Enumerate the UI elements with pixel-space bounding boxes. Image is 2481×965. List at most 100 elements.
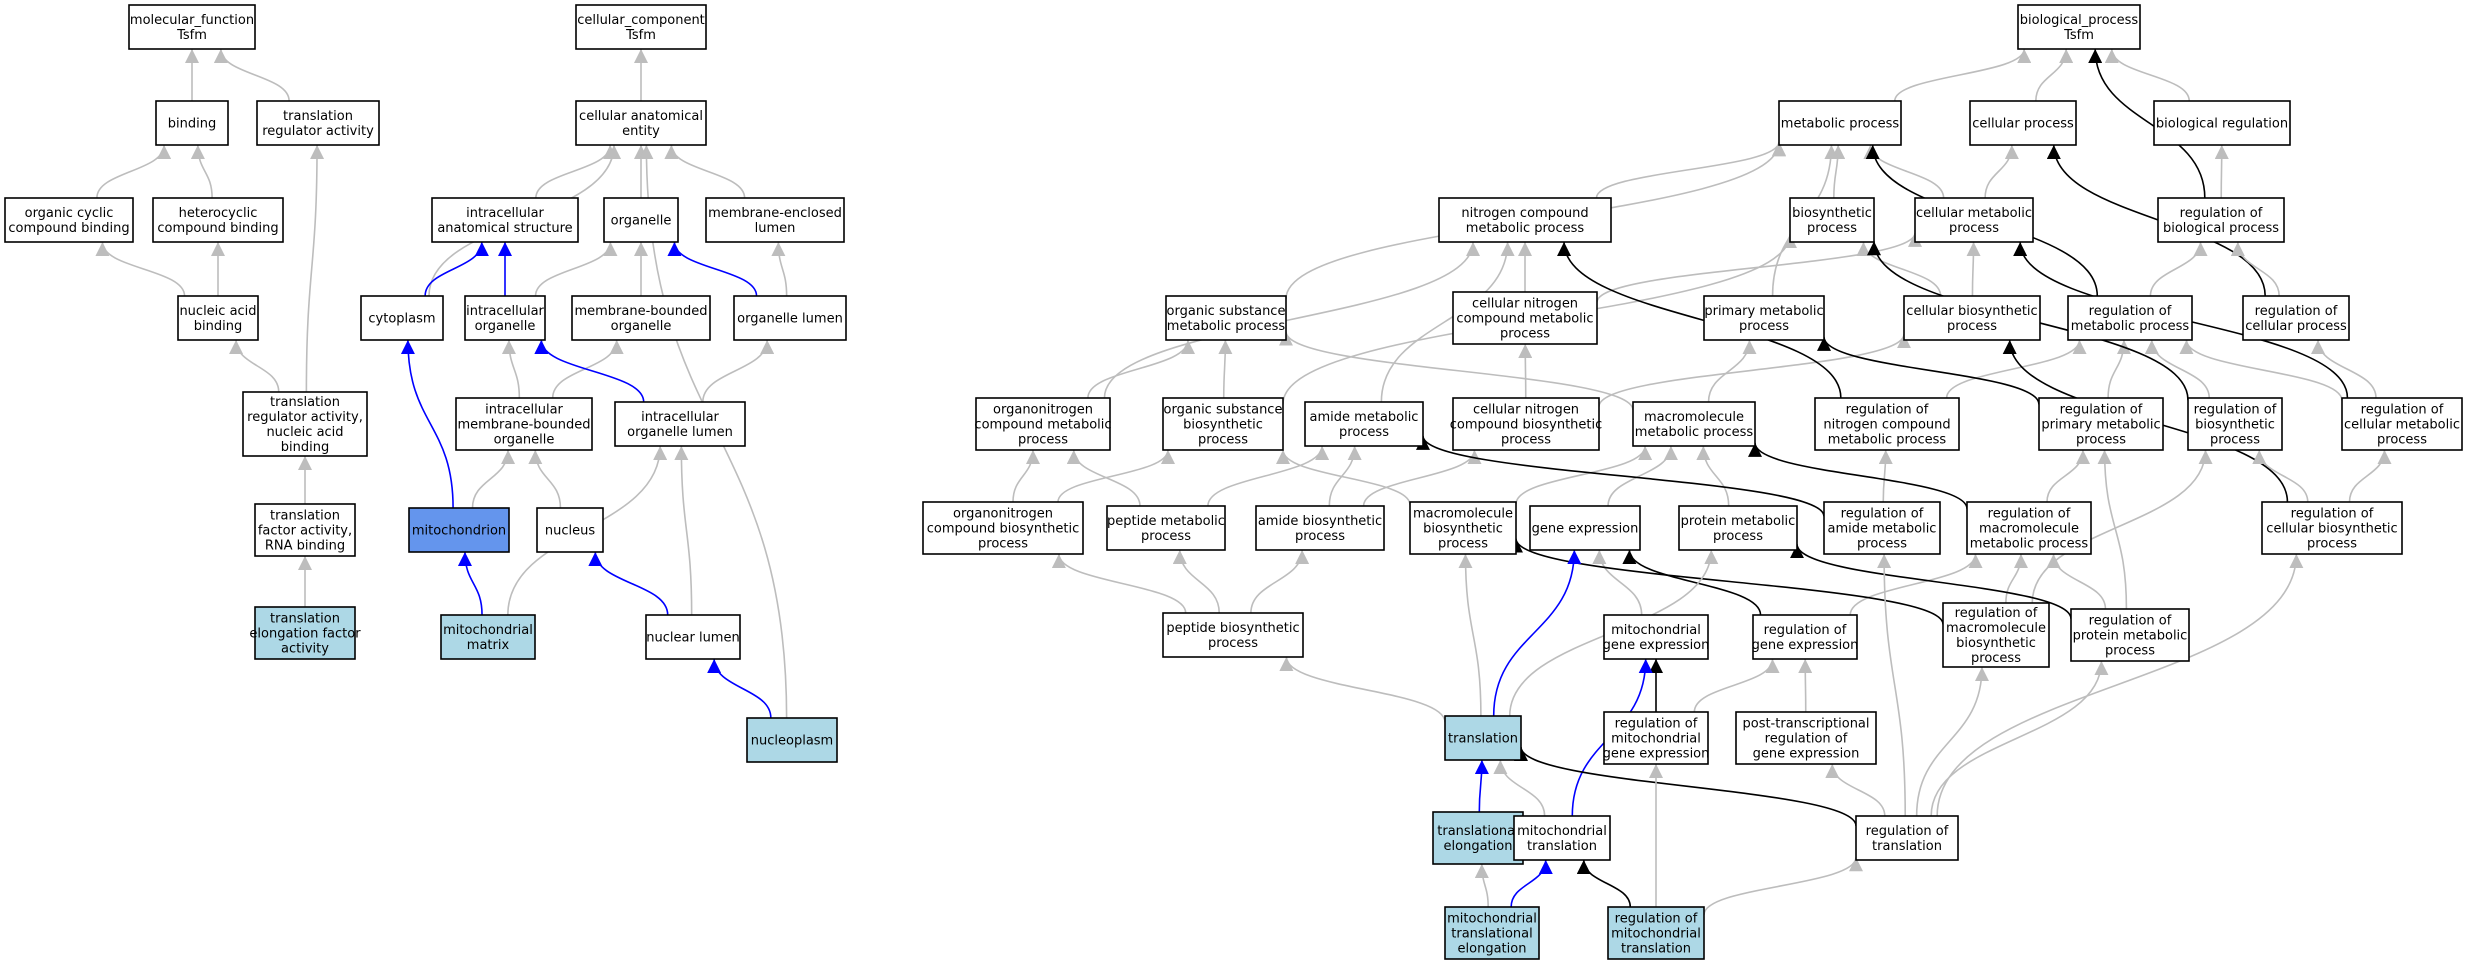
node-box: [1703, 295, 1825, 341]
go-term-node-ol[interactable]: organelle lumen: [733, 295, 847, 341]
node-label-line: Tsfm: [2063, 28, 2094, 43]
edge-is-a-rcmp-to-rcp: [2311, 339, 2377, 399]
go-term-node-nucleus[interactable]: nucleus: [536, 507, 604, 553]
node-label-line: translation: [1621, 942, 1691, 957]
node-label-line: intracellular: [466, 304, 544, 319]
node-box: [1529, 505, 1641, 551]
go-term-node-nl[interactable]: nuclear lumen: [645, 614, 741, 660]
edge-is-a-rcmp-to-rmp: [2179, 339, 2343, 401]
node-label-line: metabolic process: [1781, 117, 1900, 132]
go-term-node-transl[interactable]: translation: [1444, 715, 1522, 761]
edge-is-a-rt-to-ramp: [1877, 553, 1907, 817]
go-term-node-organelle[interactable]: organelle: [603, 197, 679, 243]
node-box: [1632, 401, 1756, 447]
edge-is-a-rpmp-to-rmp: [2107, 339, 2131, 399]
node-label-line: organelle lumen: [737, 312, 843, 327]
node-label-line: intracellular: [466, 206, 544, 221]
go-term-node-rmbp[interactable]: regulation ofmacromoleculebiosyntheticpr…: [1942, 602, 2050, 668]
go-term-node-binding[interactable]: binding: [155, 100, 229, 146]
edge-layer: [95, 48, 2392, 916]
node-label-line: nucleus: [545, 524, 595, 539]
edge-part-of-iol-to-io: [534, 339, 645, 403]
go-term-node-breg[interactable]: biological regulation: [2153, 100, 2291, 146]
node-label-line: Tsfm: [176, 28, 207, 43]
go-term-node-cytoplasm[interactable]: cytoplasm: [360, 295, 444, 341]
node-label-line: anatomical structure: [437, 221, 572, 236]
node-label-line: translation: [1448, 732, 1518, 747]
edge-is-a-mmp-to-pmp: [1707, 339, 1757, 403]
node-label-line: translation: [270, 509, 340, 524]
edge-is-a-tranab-to-tra: [305, 144, 325, 393]
node-label-line: regulation of: [2060, 403, 2143, 418]
node-box: [242, 391, 368, 457]
go-term-node-metp[interactable]: metabolic process: [1778, 100, 1902, 146]
node-label-line: translational: [1437, 824, 1518, 839]
go-term-node-np[interactable]: nucleoplasm: [746, 717, 838, 763]
node-label-line: protein metabolic: [2073, 629, 2188, 644]
go-term-node-mito[interactable]: mitochondrion: [408, 507, 510, 553]
go-term-node-ge[interactable]: gene expression: [1529, 505, 1641, 551]
edge-is-a-rmmp-to-rpmp: [2046, 449, 2090, 503]
edge-is-a-occb-to-binding: [96, 144, 172, 199]
node-box: [1855, 815, 1959, 861]
node-label-line: nucleoplasm: [751, 734, 833, 749]
go-term-node-cellp[interactable]: cellular process: [1969, 100, 2077, 146]
